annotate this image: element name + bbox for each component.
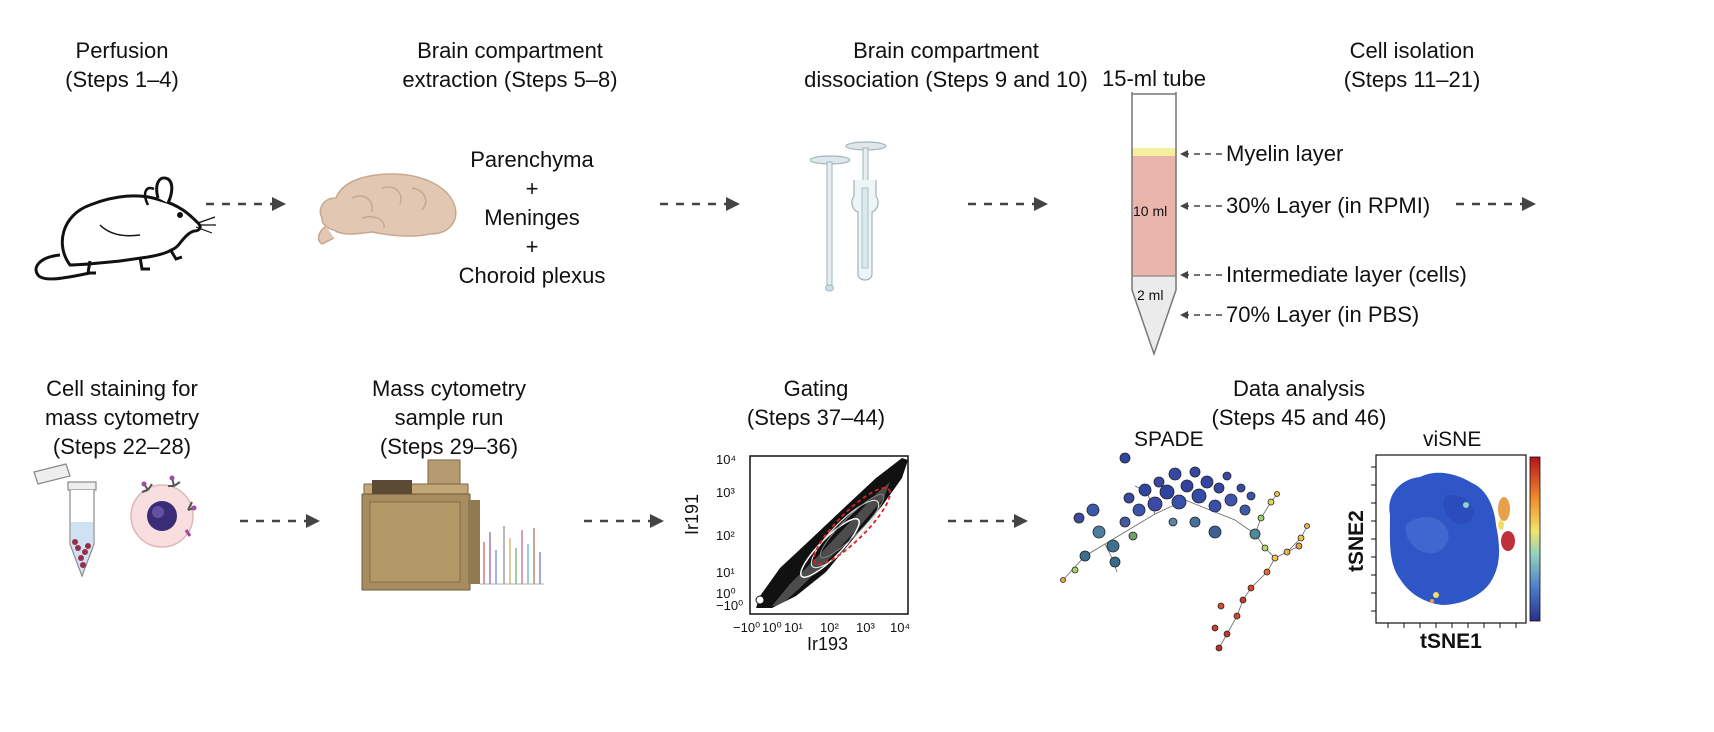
mouse-illustration (34, 176, 216, 281)
stage-title-extraction: Brain compartment extraction (Steps 5–8) (402, 38, 618, 92)
gating-xtick-0: 10⁰ (762, 620, 782, 635)
stage-title-staining: Cell staining for mass cytometry (Steps … (44, 376, 200, 459)
visne-xlabel: tSNE1 (1420, 630, 1482, 653)
staining-tube-illustration (33, 463, 97, 578)
gating-xlabel: Ir193 (807, 634, 849, 654)
stage-title-samplerun: Mass cytometry sample run (Steps 29–36) (371, 376, 527, 459)
tube-volume-bottom: 2 ml (1137, 287, 1164, 303)
gating-ytick-3: 10³ (716, 485, 735, 500)
visne-title: viSNE (1423, 428, 1482, 451)
gating-ytick-1: 10¹ (716, 565, 735, 580)
layer-label-rpmi: 30% Layer (in RPMI) (1226, 193, 1431, 218)
layer-arrows (1180, 150, 1222, 319)
flow-arrow-3 (968, 197, 1048, 211)
gating-xtick-3: 10³ (856, 620, 875, 635)
gating-xtick-1: 10¹ (784, 620, 803, 635)
gating-ytick-2: 10² (716, 528, 735, 543)
gating-ytick-0: 10⁰ (716, 586, 736, 601)
flow-arrow-6 (584, 514, 664, 528)
flow-arrow-4 (1456, 197, 1536, 211)
gating-xtick-2: 10² (820, 620, 839, 635)
tube-volume-top: 10 ml (1133, 203, 1168, 219)
visne-plot (1371, 454, 1541, 628)
spade-title: SPADE (1134, 428, 1204, 451)
flow-arrow-5 (240, 514, 320, 528)
mass-cytometer-illustration (361, 459, 544, 591)
stage-title-gating: Gating (Steps 37–44) (746, 376, 886, 430)
gating-ylabel: Ir191 (682, 493, 702, 535)
brain-illustration (317, 173, 457, 245)
centrifuge-tube (1131, 92, 1177, 357)
layer-label-intermediate: Intermediate layer (cells) (1226, 262, 1467, 287)
visne-ylabel: tSNE2 (1345, 510, 1368, 572)
flow-arrow-2 (660, 197, 740, 211)
gating-xtick-4: 10⁴ (890, 620, 911, 635)
gating-xtick-neg: −10⁰ (733, 620, 761, 635)
compartment-list: Parenchyma + Meninges + Choroid plexus (458, 147, 606, 288)
stage-title-perfusion: Perfusion (Steps 1–4) (65, 38, 179, 92)
flow-arrow-7 (948, 514, 1028, 528)
stage-title-dissociation: Brain compartment dissociation (Steps 9 … (804, 38, 1088, 92)
spade-tree (1060, 452, 1310, 652)
tube-title: 15-ml tube (1102, 66, 1206, 91)
gating-ytick-4: 10⁴ (716, 452, 737, 467)
stage-title-isolation: Cell isolation (Steps 11–21) (1343, 38, 1481, 92)
layer-label-myelin: Myelin layer (1226, 141, 1344, 166)
gating-ytick-neg: −10⁰ (716, 598, 744, 613)
layer-label-pbs: 70% Layer (in PBS) (1226, 302, 1420, 327)
dounce-homogenizer-illustration (809, 141, 887, 292)
stained-cell-illustration (130, 475, 197, 548)
stage-title-analysis: Data analysis (Steps 45 and 46) (1211, 376, 1387, 430)
gating-plot (749, 455, 909, 615)
flow-arrow-1 (206, 197, 286, 211)
